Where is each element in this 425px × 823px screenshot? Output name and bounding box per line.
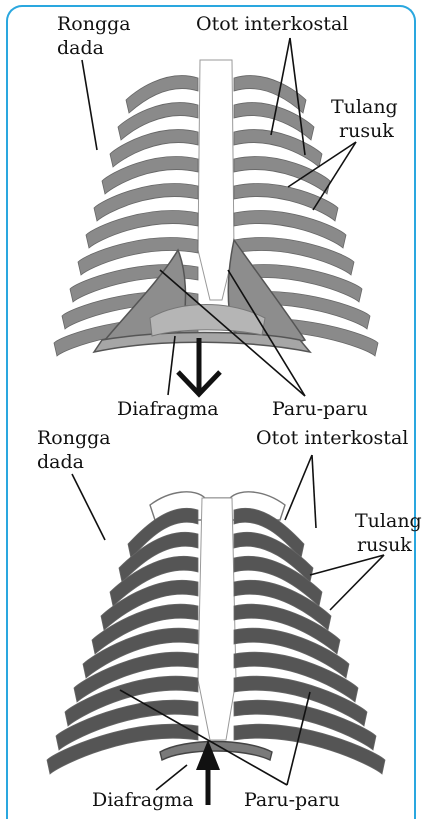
label-diafragma-bottom: Diafragma — [92, 789, 194, 811]
label-rongga-dada-top: Rongga — [57, 13, 131, 35]
label-rongga-dada-bottom: Rongga — [37, 427, 111, 449]
label-tulang-rusuk-top-2: rusuk — [339, 120, 394, 142]
ribcage-exhale — [47, 492, 385, 774]
label-paru-paru-top: Paru-paru — [272, 398, 368, 420]
label-otot-interkostal-bottom: Otot interkostal — [256, 427, 408, 449]
arrow-down — [178, 338, 220, 394]
label-tulang-rusuk-bottom: Tulang — [355, 510, 422, 532]
label-otot-interkostal-top: Otot interkostal — [196, 13, 348, 35]
sternum-bottom — [198, 498, 236, 740]
label-rongga-dada-bottom-2: dada — [37, 451, 84, 473]
label-tulang-rusuk-bottom-2: rusuk — [357, 534, 412, 556]
label-paru-paru-bottom: Paru-paru — [244, 789, 340, 811]
label-rongga-dada-top-2: dada — [57, 37, 104, 59]
label-diafragma-top: Diafragma — [117, 398, 219, 420]
label-tulang-rusuk-top: Tulang — [331, 96, 398, 118]
sternum-top — [198, 60, 234, 300]
ribcage-inhale — [54, 60, 378, 356]
